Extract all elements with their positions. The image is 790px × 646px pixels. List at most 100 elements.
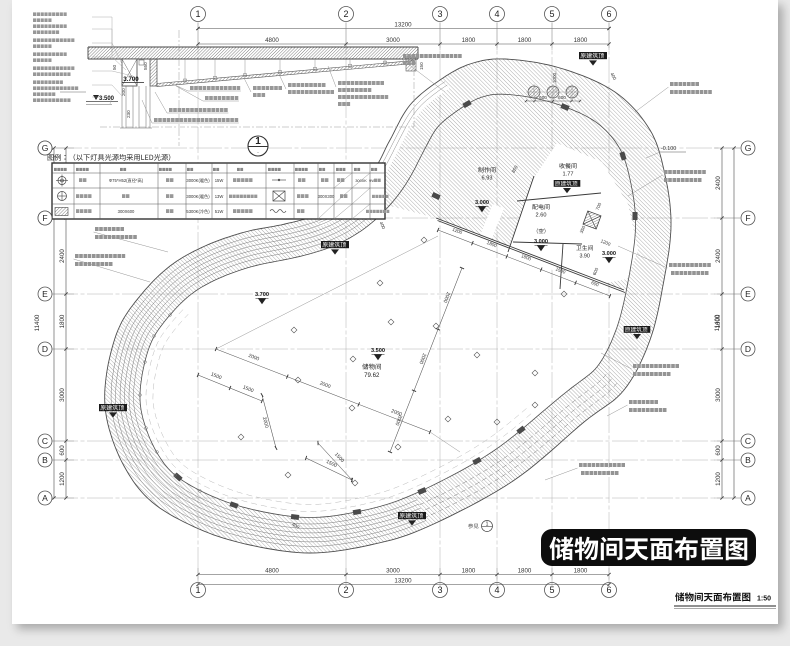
svg-text:3.90: 3.90 xyxy=(579,253,590,259)
svg-text:F: F xyxy=(42,213,47,223)
svg-text:3.000: 3.000 xyxy=(475,200,489,206)
svg-text:6.93: 6.93 xyxy=(482,176,493,182)
svg-text:5: 5 xyxy=(549,585,554,595)
svg-text:1.77: 1.77 xyxy=(563,172,574,178)
svg-text:11400: 11400 xyxy=(714,314,721,331)
svg-text:4800: 4800 xyxy=(265,37,279,44)
svg-text:13200: 13200 xyxy=(394,578,412,585)
svg-text:600: 600 xyxy=(558,95,566,100)
svg-text:3.700: 3.700 xyxy=(255,292,269,298)
svg-text:15W: 15W xyxy=(215,178,224,183)
svg-text:2400: 2400 xyxy=(59,249,66,263)
svg-text:13W: 13W xyxy=(215,194,224,199)
svg-text:1:50: 1:50 xyxy=(757,596,771,603)
svg-text:300X600: 300X600 xyxy=(118,209,135,214)
svg-text:-: - xyxy=(257,150,259,155)
svg-text:1000: 1000 xyxy=(552,72,557,83)
svg-text:1: 1 xyxy=(195,585,200,595)
svg-text:1200: 1200 xyxy=(600,238,612,247)
svg-text:B: B xyxy=(745,455,751,465)
svg-text:2400: 2400 xyxy=(715,176,722,190)
svg-text:1800: 1800 xyxy=(715,314,722,328)
svg-text:2000: 2000 xyxy=(319,381,332,391)
svg-text:6: 6 xyxy=(606,9,611,19)
svg-text:3.500: 3.500 xyxy=(371,348,385,354)
svg-text:2000: 2000 xyxy=(247,353,260,363)
svg-text:3000: 3000 xyxy=(386,37,400,44)
svg-text:C: C xyxy=(42,436,48,446)
svg-text:1800: 1800 xyxy=(59,314,66,328)
svg-text:300X300: 300X300 xyxy=(318,194,335,199)
svg-text:G: G xyxy=(745,143,752,153)
svg-text:1200: 1200 xyxy=(715,472,722,486)
svg-text:230: 230 xyxy=(126,110,131,118)
svg-text:G: G xyxy=(42,143,49,153)
svg-text:1500: 1500 xyxy=(325,459,338,469)
svg-text:D: D xyxy=(745,344,751,354)
svg-text:11400: 11400 xyxy=(34,314,41,331)
svg-text:600: 600 xyxy=(715,445,722,456)
svg-text:1: 1 xyxy=(195,9,200,19)
svg-text:13200: 13200 xyxy=(394,21,412,28)
svg-text:400: 400 xyxy=(378,221,386,230)
svg-text:3: 3 xyxy=(437,585,442,595)
svg-text:51W: 51W xyxy=(215,209,224,214)
svg-text:D: D xyxy=(42,344,48,354)
svg-text:6: 6 xyxy=(606,585,611,595)
svg-text:2: 2 xyxy=(343,9,348,19)
svg-text:2000: 2000 xyxy=(393,414,403,427)
svg-text:3000K(暖色): 3000K(暖色) xyxy=(186,193,210,200)
svg-text:400: 400 xyxy=(609,72,617,82)
svg-text:600: 600 xyxy=(59,445,66,456)
svg-text:E: E xyxy=(745,289,751,299)
svg-text:1500: 1500 xyxy=(210,372,223,382)
svg-text:600: 600 xyxy=(592,267,600,276)
svg-text:50: 50 xyxy=(112,64,117,70)
svg-text:1200: 1200 xyxy=(59,472,66,486)
svg-text:1200: 1200 xyxy=(452,227,464,235)
svg-text:-0.100: -0.100 xyxy=(661,146,676,152)
svg-text:E: E xyxy=(42,289,48,299)
svg-text:2.60: 2.60 xyxy=(536,213,547,219)
svg-text:2000: 2000 xyxy=(417,352,427,365)
svg-text:A: A xyxy=(42,493,48,503)
svg-text:2000: 2000 xyxy=(441,291,451,304)
svg-text:1800: 1800 xyxy=(520,253,532,261)
svg-text:150: 150 xyxy=(419,62,424,70)
svg-text:850: 850 xyxy=(511,164,519,174)
svg-text:1800: 1800 xyxy=(462,567,476,574)
svg-text:4800: 4800 xyxy=(265,567,279,574)
svg-text:2000: 2000 xyxy=(261,416,270,428)
svg-text:Φ75*H52(直径*高): Φ75*H52(直径*高) xyxy=(109,177,144,184)
svg-text:1800: 1800 xyxy=(486,240,498,248)
svg-text:3.000: 3.000 xyxy=(602,251,616,257)
svg-text:600: 600 xyxy=(590,280,599,288)
svg-text:4: 4 xyxy=(494,585,499,595)
svg-text:3000K(暖色): 3000K(暖色) xyxy=(186,177,210,184)
svg-text:350: 350 xyxy=(579,225,587,234)
svg-text:2: 2 xyxy=(343,585,348,595)
svg-text:1800: 1800 xyxy=(462,37,476,44)
svg-text:2000: 2000 xyxy=(390,408,403,418)
svg-text:1800: 1800 xyxy=(518,37,532,44)
svg-text:3: 3 xyxy=(437,9,442,19)
svg-text:1800: 1800 xyxy=(574,567,588,574)
svg-text:200: 200 xyxy=(121,88,126,96)
svg-text:5: 5 xyxy=(549,9,554,19)
svg-text:4: 4 xyxy=(494,9,499,19)
svg-text:5300K(冷色): 5300K(冷色) xyxy=(186,208,210,215)
svg-text:1: 1 xyxy=(486,522,489,528)
svg-text:1800: 1800 xyxy=(518,567,532,574)
svg-text:1: 1 xyxy=(255,136,261,147)
svg-text:3000: 3000 xyxy=(59,388,66,402)
svg-text:2400: 2400 xyxy=(715,249,722,263)
svg-text:3.700: 3.700 xyxy=(123,76,139,83)
svg-text:3.000: 3.000 xyxy=(534,239,548,245)
svg-text:700: 700 xyxy=(595,202,603,211)
svg-text:B: B xyxy=(42,455,48,465)
svg-text:A: A xyxy=(745,493,751,503)
svg-text:F: F xyxy=(745,213,750,223)
svg-text:550: 550 xyxy=(143,62,148,70)
svg-text:C: C xyxy=(745,436,751,446)
svg-text:1500: 1500 xyxy=(555,266,567,274)
